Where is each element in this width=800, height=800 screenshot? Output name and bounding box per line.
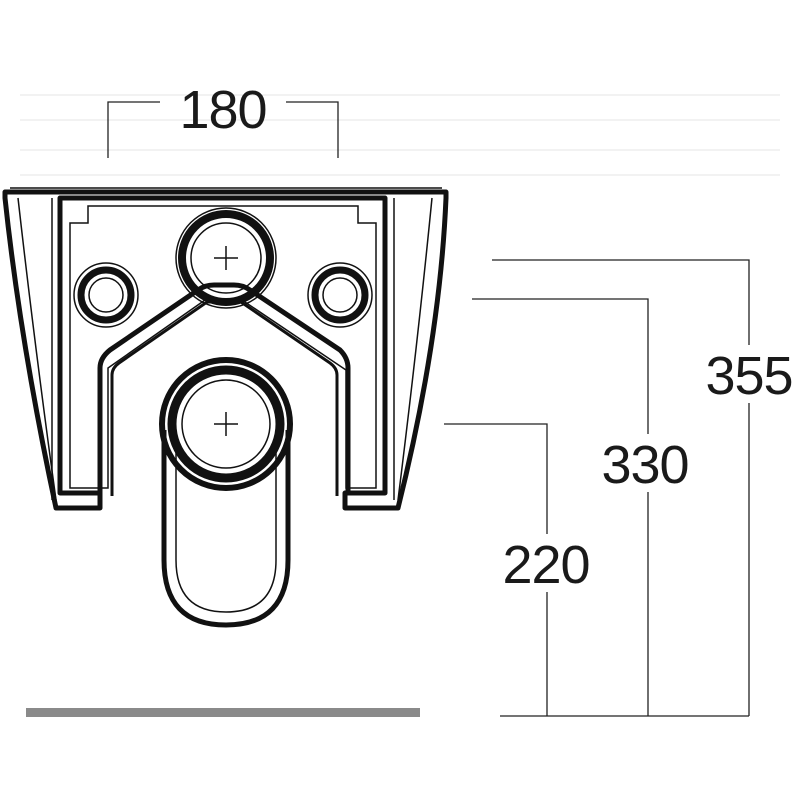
- height-220-label: 220: [502, 535, 589, 595]
- water-inlet: [175, 207, 277, 309]
- toilet-body: [2, 187, 449, 511]
- floor-line: [26, 708, 420, 717]
- width-label: 180: [179, 80, 266, 140]
- width-dimension: 180: [107, 80, 339, 158]
- background-hatching: [20, 94, 780, 176]
- height-dimensions: 355 330 220: [444, 259, 800, 717]
- left-fixing-hole: [73, 262, 139, 328]
- height-355-label: 355: [705, 346, 792, 406]
- right-fixing-hole: [307, 262, 373, 328]
- waste-outlet: [159, 357, 293, 628]
- height-330-label: 330: [601, 435, 688, 495]
- mounting-plate: [69, 205, 377, 496]
